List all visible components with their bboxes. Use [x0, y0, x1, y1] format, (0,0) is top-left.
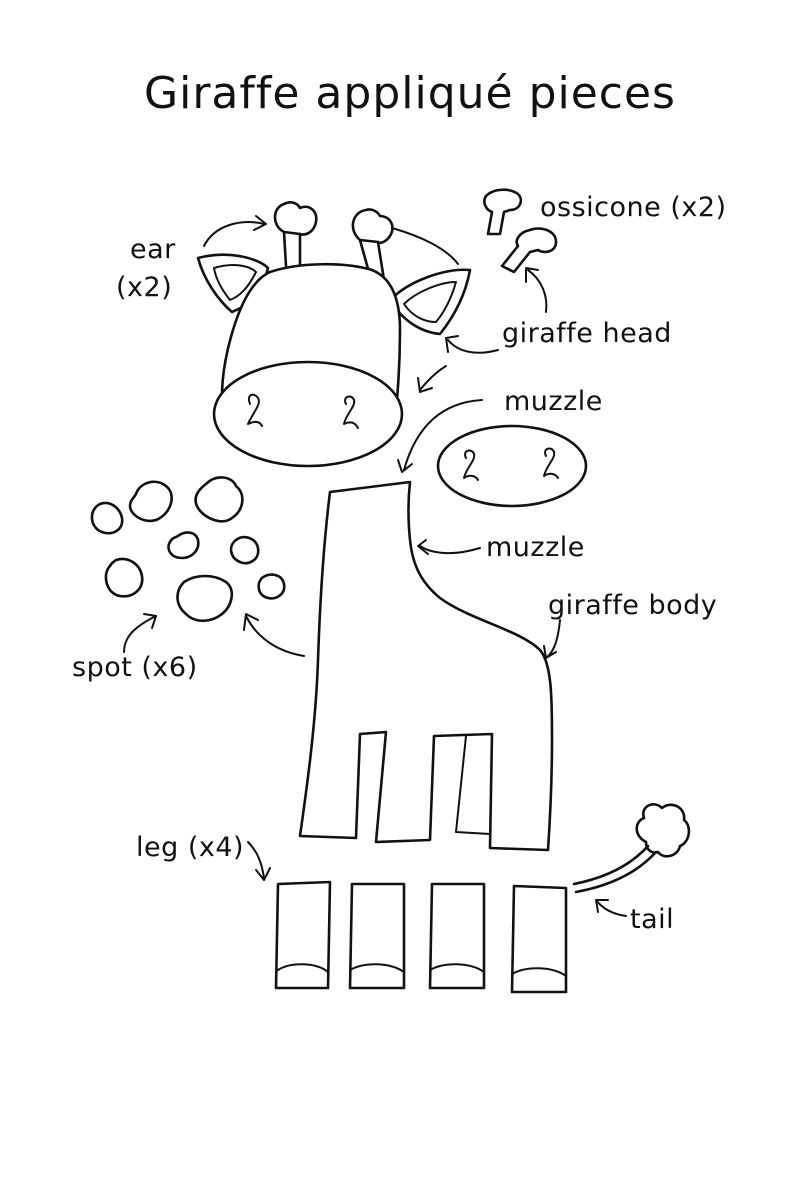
right-ear-piece — [388, 268, 472, 336]
spot-piece-1 — [90, 501, 124, 535]
page-title: Giraffe appliqué pieces — [144, 68, 676, 119]
spot-arrow-right — [245, 615, 305, 657]
label-giraffe-head: giraffe head — [502, 318, 672, 349]
giraffe-head-assembly — [196, 201, 472, 468]
muzzle-arrow-side — [419, 545, 481, 554]
muzzle-arrow-top — [403, 399, 483, 471]
label-ear: ear — [130, 234, 176, 265]
giraffe-head-arrow-2 — [419, 365, 447, 391]
ossicone-pieces — [483, 188, 558, 274]
ossicone-piece-1 — [483, 188, 523, 236]
spot-piece-5 — [229, 535, 260, 565]
spot-piece-3 — [194, 476, 244, 523]
label-leg: leg (x4) — [136, 832, 244, 863]
tail-arrow — [595, 899, 627, 917]
leg-piece-3 — [428, 882, 486, 990]
right-nostril — [343, 395, 359, 429]
label-tail: tail — [630, 904, 674, 935]
spot-piece-4 — [167, 531, 200, 560]
left-ossicone-on-head — [273, 201, 318, 268]
ossicone-piece-2 — [500, 227, 558, 274]
leg-pieces — [274, 880, 568, 994]
spot-pieces — [90, 476, 286, 623]
giraffe-body-piece — [298, 480, 554, 852]
giraffe-head-arrow — [447, 339, 499, 354]
label-ossicone: ossicone (x2) — [540, 192, 727, 223]
label-giraffe-body: giraffe body — [548, 590, 717, 621]
annotation-arrows — [123, 215, 627, 917]
muzzle-piece — [436, 424, 588, 508]
spot-piece-6 — [104, 557, 144, 598]
annotation-labels: ear (x2) ossicone (x2) giraffe head muzz… — [72, 192, 727, 935]
label-ear-count: (x2) — [116, 272, 172, 303]
muzzle-left-nostril — [463, 449, 479, 481]
left-nostril — [247, 393, 263, 427]
spot-piece-8 — [257, 573, 286, 600]
leg-piece-2 — [348, 882, 406, 990]
leg-arrow — [247, 841, 265, 879]
spot-piece-7 — [176, 574, 234, 623]
muzzle-right-nostril — [543, 447, 559, 479]
ossicone-arrow — [527, 269, 548, 313]
giraffe-body-arrow — [545, 619, 561, 659]
spot-piece-2 — [128, 480, 173, 523]
leg-piece-4 — [510, 884, 568, 994]
ear-arrow — [203, 221, 265, 247]
tail-piece — [572, 803, 691, 894]
muzzle-on-head — [212, 360, 404, 468]
guide-arc — [391, 227, 459, 265]
label-spot: spot (x6) — [72, 652, 198, 683]
leg-piece-1 — [274, 880, 332, 990]
label-muzzle-top: muzzle — [504, 386, 603, 417]
spot-arrow-left — [123, 615, 157, 653]
label-muzzle-side: muzzle — [486, 532, 585, 563]
